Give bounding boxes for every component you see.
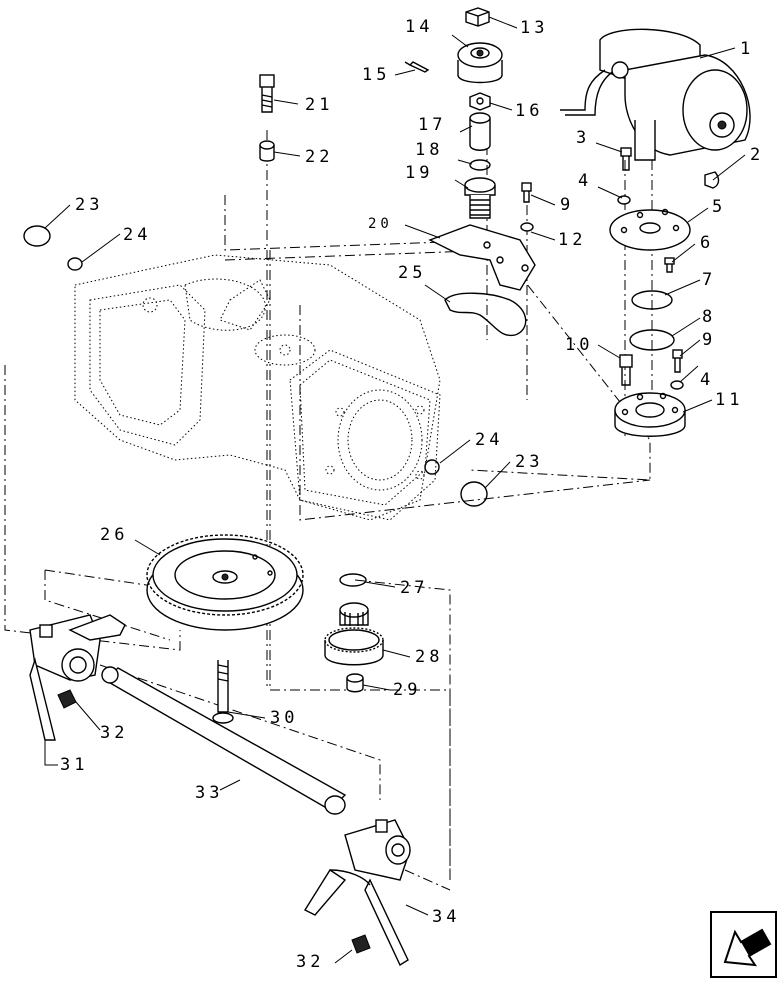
callout-19: 19 <box>405 163 433 183</box>
callout-9b: 9 <box>702 330 716 350</box>
base-plate-11 <box>614 392 686 437</box>
callout-13: 13 <box>520 18 548 38</box>
callout-27: 27 <box>400 578 428 598</box>
callout-9a: 9 <box>560 195 574 215</box>
callout-21: 21 <box>305 95 333 115</box>
washer-4b <box>670 380 684 390</box>
flange-plate-5 <box>609 208 691 251</box>
callout-32b: 32 <box>296 952 324 972</box>
callout-3: 3 <box>576 128 590 148</box>
callout-10: 10 <box>565 335 593 355</box>
gasket-25 <box>444 292 527 337</box>
callout-11: 11 <box>715 390 743 410</box>
callout-26: 26 <box>100 525 128 545</box>
shift-fork-31 <box>29 614 126 741</box>
snap-ring-23a <box>23 225 51 247</box>
nut-13 <box>465 7 490 27</box>
washer-12 <box>520 222 534 232</box>
leader-lines <box>44 16 746 964</box>
callout-30: 30 <box>270 708 298 728</box>
callout-15: 15 <box>362 65 390 85</box>
transmission-housing <box>74 254 441 521</box>
bushing-29 <box>346 673 364 693</box>
electric-motor <box>560 28 751 161</box>
screw-6 <box>664 257 675 273</box>
nut-16 <box>469 92 491 111</box>
callout-12: 12 <box>558 230 586 250</box>
callout-16: 16 <box>515 101 543 121</box>
callout-20: 20 <box>368 216 393 232</box>
washer-8 <box>629 329 675 351</box>
o-ring-27 <box>339 573 367 587</box>
callout-18: 18 <box>415 140 443 160</box>
pin-15 <box>404 61 430 73</box>
bushing-22 <box>259 140 275 162</box>
callout-5: 5 <box>712 197 726 217</box>
callout-23a: 23 <box>75 195 103 215</box>
bolt-21 <box>259 74 275 113</box>
ring-24a <box>67 257 83 271</box>
key-pin <box>704 171 720 189</box>
cap-14 <box>457 42 503 84</box>
callout-4b: 4 <box>700 370 714 390</box>
callout-24a: 24 <box>123 225 151 245</box>
shift-fork-34 <box>303 819 411 967</box>
pinion-28 <box>324 602 384 666</box>
next-page-button[interactable] <box>710 911 777 978</box>
o-ring-18 <box>469 159 491 171</box>
callout-25: 25 <box>398 263 426 283</box>
threaded-fitting-19 <box>464 177 496 219</box>
callout-33: 33 <box>195 783 223 803</box>
callout-31: 31 <box>60 755 88 775</box>
screw-3 <box>620 147 632 171</box>
callout-29: 29 <box>393 680 421 700</box>
callout-32a: 32 <box>100 723 128 743</box>
screw-9b <box>672 349 683 373</box>
callout-1: 1 <box>740 39 754 59</box>
snap-ring-23b <box>460 481 488 507</box>
callout-2: 2 <box>750 145 764 165</box>
shoe-32b <box>351 934 371 954</box>
arrow-down-left-icon <box>723 928 772 967</box>
callout-23b: 23 <box>515 452 543 472</box>
snap-ring-7 <box>631 290 673 310</box>
callout-6: 6 <box>700 233 714 253</box>
callout-8: 8 <box>702 307 716 327</box>
callout-7: 7 <box>702 270 716 290</box>
screw-9a <box>521 182 532 203</box>
callout-labels: 1 2 3 4 4 5 6 7 8 9 9 10 11 12 13 14 15 … <box>60 17 764 972</box>
bracket-plate-20 <box>428 224 536 291</box>
gear-26 <box>146 534 304 631</box>
callout-22: 22 <box>305 147 333 167</box>
callout-34: 34 <box>432 907 460 927</box>
callout-17: 17 <box>418 115 446 135</box>
callout-14: 14 <box>405 17 433 37</box>
callout-24b: 24 <box>475 430 503 450</box>
shoe-32a <box>57 689 77 709</box>
callout-28: 28 <box>415 647 443 667</box>
bolt-10 <box>619 354 633 386</box>
ring-24b <box>424 459 440 475</box>
shift-rod-33 <box>101 666 347 815</box>
bolt-30 <box>212 660 234 724</box>
callout-4a: 4 <box>578 171 592 191</box>
sleeve-17 <box>469 112 491 151</box>
